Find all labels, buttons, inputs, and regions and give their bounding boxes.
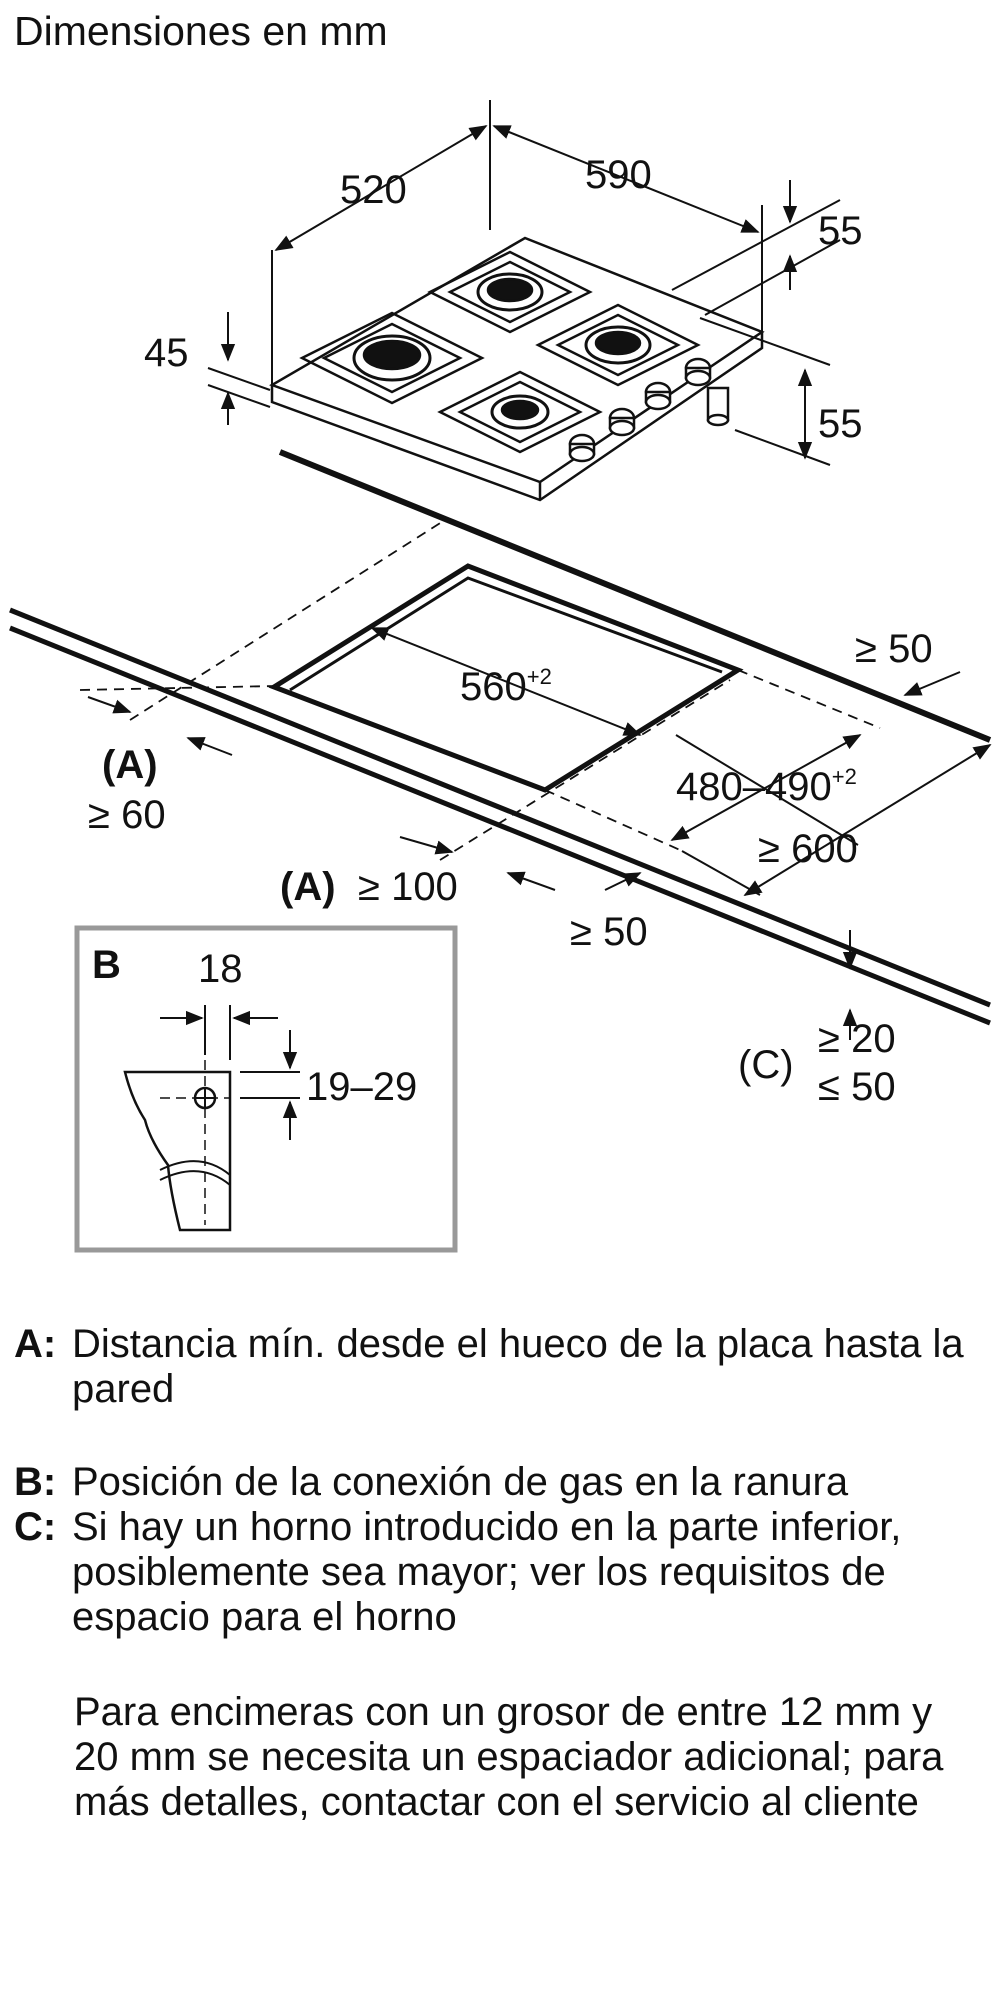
legend-item-b: B: Posición de la conexión de gas en la … (14, 1460, 984, 1505)
knob-icon (644, 381, 672, 411)
dim-back-offset: 55 (818, 209, 863, 253)
burner-front (437, 370, 603, 454)
dim-cutout-width: 560+2 (460, 664, 552, 709)
dim-back-gap: ≥ 50 (855, 627, 933, 671)
installation-diagram: 520 590 55 55 45 (9, 100, 992, 1253)
hob-dimensions (207, 100, 841, 466)
detail-b-width: 18 (198, 947, 243, 991)
dim-front-height: 45 (144, 331, 189, 375)
knob-icon (608, 407, 636, 437)
detail-b: B 18 19–29 (74, 925, 458, 1253)
dim-side-height: 55 (818, 402, 863, 446)
dim-c-max: ≤ 50 (818, 1065, 896, 1109)
legend-text: Posición de la conexión de gas en la ran… (72, 1460, 849, 1504)
knob-icon (684, 357, 712, 387)
dim-cutout-depth: 480–490+2 (676, 764, 857, 809)
legend-text: Si hay un horno introducido en la parte … (72, 1505, 902, 1639)
legend-text: Distancia mín. desde el hueco de la plac… (72, 1322, 964, 1411)
construction-lines (79, 519, 881, 861)
dim-a-side: ≥ 60 (88, 793, 166, 837)
legend-key: B: (14, 1460, 57, 1504)
burner-rear (427, 250, 593, 334)
label-a-side: (A) (102, 743, 158, 787)
legend-key: C: (14, 1505, 57, 1549)
dim-front-gap: ≥ 50 (570, 910, 648, 954)
detail-b-label: B (92, 943, 121, 987)
dim-counter-depth: ≥ 600 (758, 827, 858, 871)
legend-item-c: C: Si hay un horno introducido en la par… (14, 1505, 984, 1640)
dim-width: 590 (585, 153, 652, 197)
countertop-dimensions (87, 627, 992, 1040)
legend-key: A: (14, 1322, 57, 1366)
detail-b-height: 19–29 (306, 1065, 417, 1109)
countertop (9, 449, 992, 1026)
page-title: Dimensiones en mm (14, 8, 388, 54)
burner-left (299, 311, 485, 405)
gas-connector (706, 386, 730, 427)
burners (299, 250, 701, 454)
label-a-front: (A) (280, 865, 336, 909)
control-knobs (568, 357, 712, 463)
dim-a-front: ≥ 100 (358, 865, 458, 909)
label-c: (C) (738, 1043, 794, 1087)
dim-c-min: ≥ 20 (818, 1017, 896, 1061)
burner-right (535, 303, 701, 387)
legend-item-a: A: Distancia mín. desde el hueco de la p… (14, 1322, 984, 1412)
knob-icon (568, 433, 596, 463)
dim-depth: 520 (340, 168, 407, 212)
legend-note: Para encimeras con un grosor de entre 12… (74, 1690, 944, 1824)
legend: A: Distancia mín. desde el hueco de la p… (14, 1322, 984, 1825)
